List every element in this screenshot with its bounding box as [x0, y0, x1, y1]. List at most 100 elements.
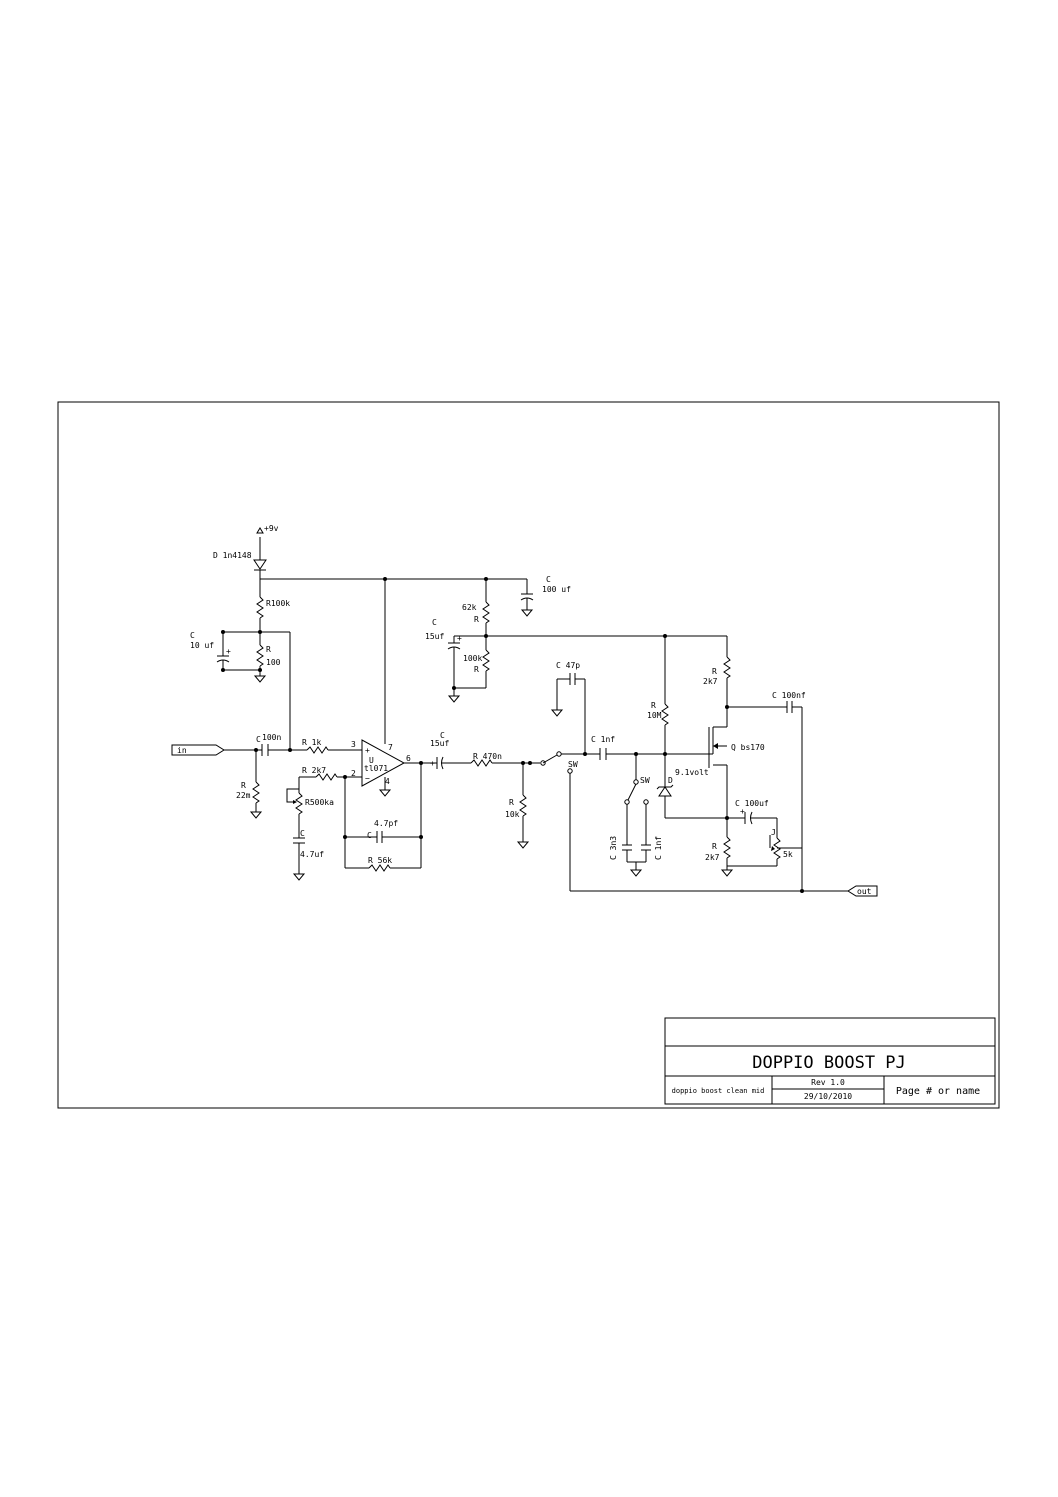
r56k-label: R 56k — [368, 856, 392, 865]
ground-icon — [378, 789, 392, 797]
r100-r-label: R — [266, 645, 271, 654]
tone-switch-lever[interactable] — [627, 783, 637, 801]
c47p-label: C 47p — [556, 661, 580, 670]
c47-v-label: 4.7uf — [300, 850, 324, 859]
r62k-r-label: R — [474, 615, 479, 624]
revision-text: Rev 1.0 — [811, 1078, 845, 1087]
resistor-icon — [315, 773, 338, 781]
diode-icon — [253, 559, 267, 570]
c1nf2-label: C 1nf — [654, 836, 663, 860]
c3n3-label: C 3n3 — [609, 836, 618, 860]
ground-icon — [249, 811, 263, 819]
pin7-label: 7 — [388, 743, 393, 752]
resistor-icon — [661, 703, 669, 726]
diode-label: D 1n4148 — [213, 551, 252, 560]
resistor-icon — [723, 656, 731, 679]
date-text: 29/10/2010 — [804, 1092, 852, 1101]
c47-c-label: C — [300, 829, 305, 838]
resistor-icon — [306, 746, 329, 754]
cin-v-label: 100n — [262, 733, 281, 742]
resistor-icon — [252, 781, 260, 804]
r100k-label: R100k — [266, 599, 290, 608]
r100k2-v-label: 100k — [463, 654, 482, 663]
pin4-label: 4 — [385, 777, 390, 786]
resistor-icon — [256, 644, 264, 667]
mosfet-label: Q bs170 — [731, 743, 765, 752]
c15uf-c-label: C — [432, 618, 437, 627]
power-arrow-icon — [256, 527, 264, 534]
pot-j-label: J — [771, 828, 776, 837]
r10m-r-label: R — [651, 701, 656, 710]
sw1-label: SW — [568, 760, 578, 769]
ground-icon — [520, 609, 534, 617]
opamp-icon — [361, 739, 406, 787]
zener-d-label: D — [668, 776, 673, 785]
c100uf2-label: C 100uf — [735, 799, 769, 808]
power-section: +9v D 1n4148 C 100 uf R100k + C — [190, 524, 667, 746]
title-text: DOPPIO BOOST PJ — [752, 1053, 906, 1073]
sheet-border — [57, 401, 1000, 1109]
r62k-v-label: 62k — [462, 603, 477, 612]
r470n-label: R 470n — [473, 752, 502, 761]
mosfet-icon — [708, 707, 728, 818]
c100uf-c-label: C — [546, 575, 551, 584]
potentiometer-icon — [773, 837, 781, 860]
cout-c-label: C — [440, 731, 445, 740]
opamp-plus: + — [365, 746, 370, 755]
c100uf-v-label: 100 uf — [542, 585, 571, 594]
opamp-ref: U — [369, 756, 374, 765]
page-text: Page # or name — [896, 1086, 980, 1097]
resistor-icon — [519, 794, 527, 817]
r2k7s-v-label: 2k7 — [705, 853, 720, 862]
resistor-icon — [470, 759, 493, 767]
r10k-r-label: R — [509, 798, 514, 807]
r2k7d-r-label: R — [712, 667, 717, 676]
c1nf-label: C 1nf — [591, 735, 615, 744]
input-port[interactable] — [171, 744, 225, 756]
resistor-icon — [368, 864, 391, 872]
opamp-part: tl071 — [364, 764, 388, 773]
svg-text:+: + — [457, 634, 462, 643]
r2k7-label: R 2k7 — [302, 766, 326, 775]
cout-v-label: 15uf — [430, 739, 449, 748]
r10m-v-label: 10M — [647, 711, 662, 720]
resistor-icon — [256, 596, 264, 619]
resistor-icon — [723, 836, 731, 859]
r100-v-label: 100 — [266, 658, 281, 667]
ground-icon — [629, 869, 643, 877]
cin-c-label: C — [256, 735, 261, 744]
r22m-r-label: R — [241, 781, 246, 790]
svg-text:+: + — [740, 807, 745, 816]
svg-text:+: + — [226, 647, 231, 656]
c10uf-c-label: C — [190, 631, 195, 640]
ground-icon — [447, 695, 461, 703]
c10uf-v-label: 10 uf — [190, 641, 214, 650]
sw2-label: SW — [640, 776, 650, 785]
r2k7d-v-label: 2k7 — [703, 677, 718, 686]
pin3-label: 3 — [351, 740, 356, 749]
supply-label: +9v — [264, 524, 279, 533]
input-port-label: in — [177, 746, 187, 755]
output-port[interactable] — [847, 885, 878, 897]
ground-icon — [550, 709, 564, 717]
pin2-label: 2 — [351, 769, 356, 778]
opamp-minus: − — [365, 774, 370, 783]
svg-text:+: + — [430, 759, 435, 768]
c15uf-v-label: 15uf — [425, 632, 444, 641]
resistor-icon — [482, 601, 490, 624]
c100nf-label: C 100nf — [772, 691, 806, 700]
r100k2-r-label: R — [474, 665, 479, 674]
output-port-label: out — [857, 887, 872, 896]
switch-lever[interactable] — [542, 754, 558, 764]
title-block: DOPPIO BOOST PJ doppio boost clean mid R… — [664, 1017, 996, 1105]
resistor-icon — [482, 649, 490, 672]
r500ka-label: R500ka — [305, 798, 334, 807]
r2k7s-r-label: R — [712, 842, 717, 851]
c47pf-v-label: 4.7pf — [374, 819, 398, 828]
pin6-label: 6 — [406, 754, 411, 763]
r22m-v-label: 22m — [236, 791, 251, 800]
pot5k-label: 5k — [783, 850, 793, 859]
mosfet-stage: C 47p C 1nf R 10M R 2k7 C 100nf — [550, 635, 878, 897]
